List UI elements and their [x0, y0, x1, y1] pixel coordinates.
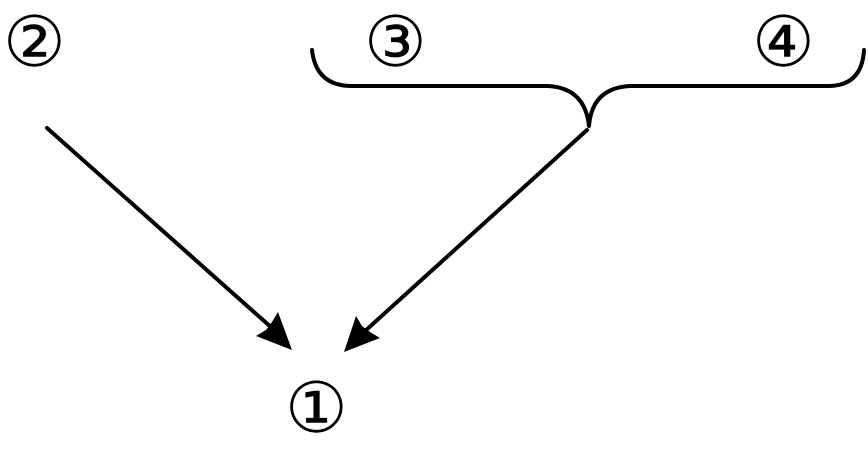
- edge-2-to-1: [45, 126, 274, 330]
- node-4-label: ④: [752, 1, 815, 83]
- group-brace: [310, 48, 866, 128]
- node-3-label: ③: [364, 1, 427, 83]
- node-2-label: ②: [3, 1, 66, 83]
- node-1-label: ①: [285, 367, 348, 449]
- arrowhead-2-to-1: [256, 312, 292, 350]
- edge-group-to-1: [362, 128, 589, 334]
- arrowhead-group-to-1: [344, 316, 380, 352]
